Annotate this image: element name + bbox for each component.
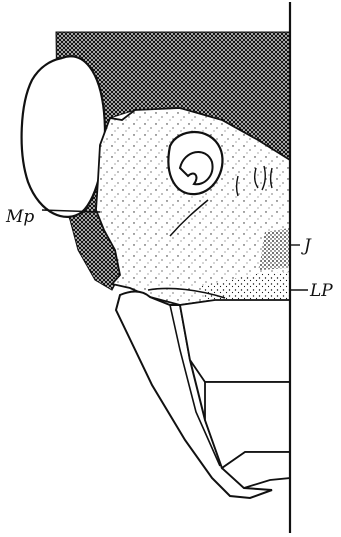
antenna-socket — [168, 132, 222, 194]
label-mp: Mp — [5, 207, 34, 227]
label-lp: LP — [309, 281, 333, 301]
lower-plate-1 — [180, 300, 290, 382]
compound-eye — [22, 56, 105, 217]
label-j: J — [301, 236, 312, 256]
